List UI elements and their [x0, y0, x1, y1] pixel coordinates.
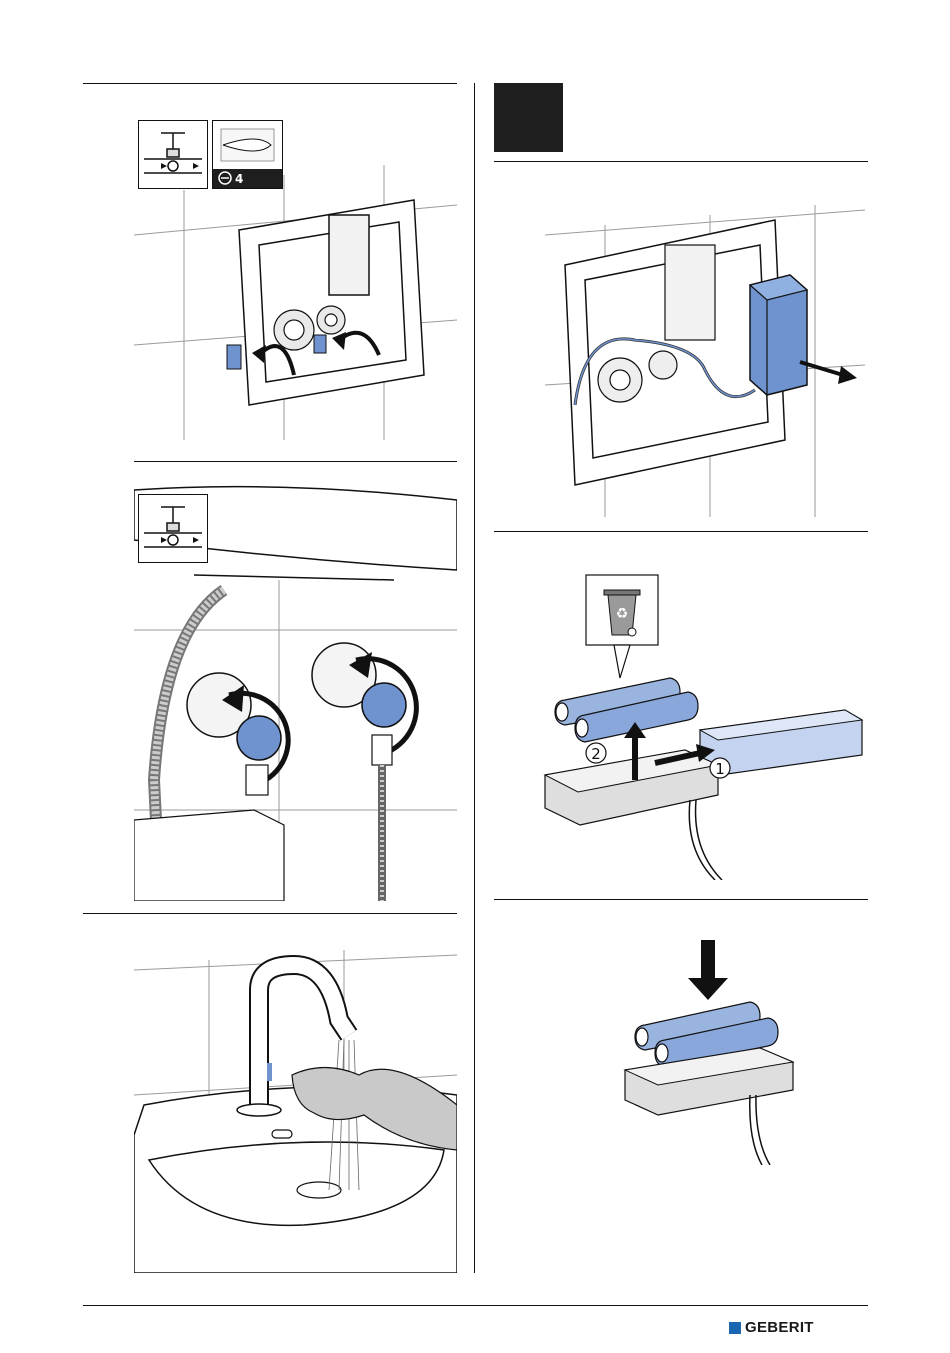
- tool-size-label: 4: [235, 172, 243, 186]
- screwdriver-icon: 4: [213, 121, 282, 188]
- svg-text:♻: ♻: [616, 606, 629, 622]
- column-divider: [474, 83, 475, 1273]
- brand-square-icon: [729, 1322, 741, 1334]
- brand-logo: GEBERIT: [729, 1319, 814, 1336]
- left-rule-2: [134, 461, 457, 462]
- brand-name: GEBERIT: [745, 1319, 814, 1336]
- shutoff-valve-icon: [139, 495, 207, 562]
- right-rule-3: [494, 899, 868, 900]
- footer-rule: [83, 1305, 868, 1306]
- step-number-2: 2: [591, 745, 601, 763]
- illustration-hand-under-faucet: [134, 935, 457, 1273]
- shutoff-valve-icon: [139, 121, 207, 188]
- valve-icon-box-2: [138, 494, 208, 563]
- valve-icon-box-1: [138, 120, 208, 189]
- illustration-battery-insert: [620, 940, 800, 1165]
- step-block: [494, 83, 563, 152]
- left-rule-3: [83, 913, 457, 914]
- illustration-open-valves-box: [134, 160, 457, 440]
- step-number-1: 1: [715, 760, 725, 778]
- illustration-battery-replace: ♻ 2 1: [540, 570, 868, 880]
- left-top-rule: [83, 83, 457, 84]
- tool-icon-box: 4: [212, 120, 283, 189]
- right-top-rule: [494, 161, 868, 162]
- right-rule-2: [494, 531, 868, 532]
- illustration-battery-box-removed: [545, 190, 865, 517]
